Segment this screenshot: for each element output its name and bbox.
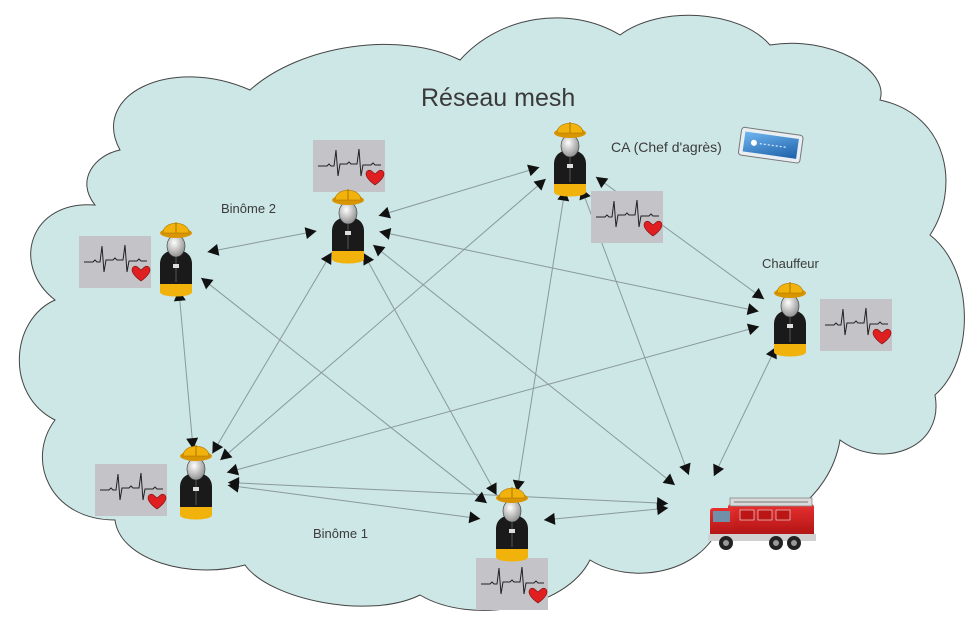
heart-monitor-icon xyxy=(591,191,663,243)
arrowhead-icon xyxy=(543,512,556,525)
arrowhead-icon xyxy=(320,252,332,266)
firefighter-icon xyxy=(160,222,192,297)
arrowhead-icon xyxy=(207,244,220,256)
arrowhead-icon xyxy=(379,227,392,240)
heart-monitor-icon xyxy=(95,464,167,516)
heart-icon xyxy=(528,587,548,604)
arrowhead-icon xyxy=(486,482,497,495)
mesh-link xyxy=(178,289,194,450)
arrowhead-icon xyxy=(656,503,669,516)
arrowhead-icon xyxy=(527,164,540,177)
arrowhead-icon xyxy=(378,206,391,219)
heart-icon xyxy=(147,493,167,510)
heart-icon xyxy=(643,220,663,237)
mesh-link xyxy=(207,230,317,253)
mesh-link xyxy=(516,189,566,492)
mesh-link xyxy=(200,277,488,504)
mesh-link xyxy=(713,346,777,477)
arrowhead-icon xyxy=(220,448,233,461)
arrowhead-icon xyxy=(662,473,675,486)
firefighters xyxy=(160,122,806,562)
arrowhead-icon xyxy=(186,437,199,450)
arrowhead-icon xyxy=(468,511,481,524)
diagram-title: Réseau mesh xyxy=(421,84,576,112)
heart-monitors xyxy=(79,140,892,610)
arrowhead-icon xyxy=(746,303,759,316)
firefighter-icon xyxy=(496,487,528,562)
fire-truck-icon xyxy=(708,497,816,550)
arrowhead-icon xyxy=(746,323,760,336)
tablet-icon xyxy=(737,126,804,164)
arrowhead-icon xyxy=(304,227,317,239)
arrowhead-icon xyxy=(595,176,609,189)
mesh-link xyxy=(227,482,669,504)
label-binome-2: Binôme 2 xyxy=(221,201,276,216)
arrowhead-icon xyxy=(227,477,240,490)
heart-monitor-icon xyxy=(820,299,892,351)
firefighter-icon xyxy=(554,122,586,197)
arrowhead-icon xyxy=(474,491,487,504)
mesh-link xyxy=(543,507,669,521)
arrowhead-icon xyxy=(373,244,386,257)
mesh-link xyxy=(378,166,540,217)
mesh-link xyxy=(362,252,498,496)
arrowhead-icon xyxy=(226,463,240,476)
mesh-cloud xyxy=(18,14,965,611)
mesh-link xyxy=(379,231,759,312)
arrowhead-icon xyxy=(679,462,691,476)
heart-monitor-icon xyxy=(476,558,548,610)
heart-monitor-icon xyxy=(79,236,151,288)
mesh-link xyxy=(227,484,481,520)
mesh-link xyxy=(226,325,760,474)
firefighter-icon xyxy=(774,282,806,357)
arrowhead-icon xyxy=(751,287,765,300)
heart-monitor-icon xyxy=(313,140,385,192)
arrowhead-icon xyxy=(512,479,525,492)
label-chef-d-agres: CA (Chef d'agrès) xyxy=(611,139,722,155)
arrowhead-icon xyxy=(212,440,224,454)
firefighter-icon xyxy=(332,189,364,264)
arrowhead-icon xyxy=(533,178,546,191)
link-arrowheads xyxy=(173,164,777,525)
arrowhead-icon xyxy=(713,463,725,477)
mesh-link xyxy=(211,252,333,454)
label-binome-1: Binôme 1 xyxy=(313,526,368,541)
arrowhead-icon xyxy=(363,253,374,266)
heart-icon xyxy=(365,169,385,186)
firefighter-icon xyxy=(180,445,212,520)
heart-icon xyxy=(131,265,151,282)
mesh-link xyxy=(219,178,547,461)
label-chauffeur: Chauffeur xyxy=(762,256,819,271)
heart-icon xyxy=(872,328,892,345)
arrowhead-icon xyxy=(201,277,214,290)
